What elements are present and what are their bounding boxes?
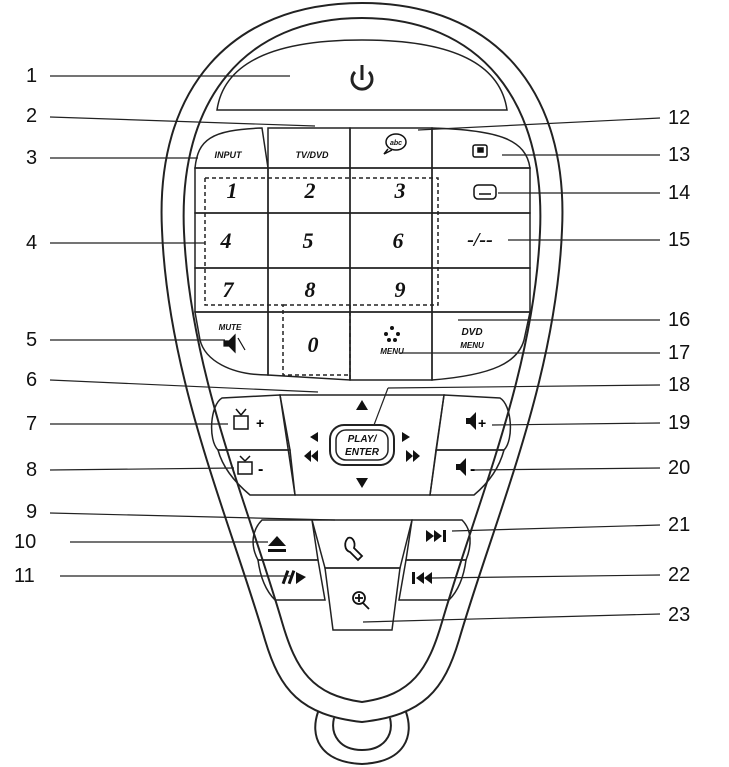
callout-23: 23 (668, 604, 691, 626)
key-2-label: 2 (304, 178, 316, 203)
key-labels: INPUT TV/DVD abc 1 2 3 4 5 6 -/-- 7 8 9 … (215, 133, 497, 610)
zoom-key[interactable] (324, 567, 401, 631)
callout-14: 14 (668, 182, 691, 204)
subtitle-icon (473, 184, 497, 200)
lower-controls (252, 519, 471, 631)
svg-text:abc: abc (390, 140, 402, 147)
play-pause-key[interactable] (257, 559, 326, 601)
callout-16: 16 (668, 309, 691, 331)
key-9-label: 9 (395, 277, 406, 302)
menu-dots-icon (384, 326, 400, 342)
dvd-menu-top-label: DVD (461, 327, 482, 338)
callout-20: 20 (668, 457, 691, 479)
input-label: INPUT (215, 150, 244, 160)
blank-key[interactable] (431, 267, 531, 313)
key-1-label: 1 (227, 178, 238, 203)
menu-key[interactable] (349, 311, 433, 381)
dvd-menu-bottom-label: MENU (460, 341, 484, 350)
volume-down-key[interactable] (429, 449, 505, 496)
callout-13: 13 (668, 144, 691, 166)
input-key[interactable] (194, 127, 269, 169)
mute-icon (223, 333, 246, 354)
dash-label: -/-- (467, 229, 493, 251)
power-icon (350, 65, 374, 91)
picture-icon (472, 144, 488, 158)
callout-6: 6 (26, 369, 38, 391)
callout-17: 17 (668, 342, 691, 364)
rewind-icon (304, 450, 318, 462)
caption-key[interactable] (349, 127, 433, 169)
arrow-up-icon (356, 400, 368, 410)
tv-channel-down-icon (237, 455, 253, 475)
callout-11: 11 (14, 565, 35, 587)
remote-body (160, 1, 564, 766)
play-enter-key[interactable] (329, 424, 395, 466)
arrow-right-icon (402, 432, 410, 442)
callout-1: 1 (26, 65, 38, 87)
vol-minus-label: - (470, 461, 475, 478)
zoom-icon (352, 591, 370, 610)
channel-up-key[interactable] (210, 394, 291, 451)
tv-dvd-key[interactable] (267, 127, 351, 169)
callout-12: 12 (668, 107, 691, 129)
enter-label: ENTER (345, 447, 380, 458)
volume-up-icon (466, 412, 476, 430)
callout-10: 10 (14, 531, 37, 553)
play-label: PLAY/ (348, 434, 378, 445)
ch-plus-label: + (256, 415, 264, 431)
callout-2: 2 (26, 105, 38, 127)
callout-18: 18 (668, 374, 691, 396)
key-0-label: 0 (308, 332, 319, 357)
menu-label: MENU (380, 347, 404, 356)
key-3[interactable] (349, 167, 433, 214)
power-button[interactable] (216, 39, 508, 111)
callout-4: 4 (26, 232, 38, 254)
setup-key[interactable] (311, 519, 413, 569)
callout-22: 22 (668, 564, 691, 586)
callout-8: 8 (26, 459, 38, 481)
volume-down-icon (456, 458, 466, 476)
numeric-block-outline (204, 177, 439, 380)
previous-icon (412, 572, 432, 584)
arrow-left-icon (310, 432, 318, 442)
caption-icon: abc (383, 133, 407, 155)
key-3-label: 3 (394, 178, 406, 203)
dvd-menu-key[interactable] (431, 311, 531, 381)
callout-7: 7 (26, 413, 38, 435)
key-8-label: 8 (305, 277, 316, 302)
callout-leaders (49, 75, 661, 623)
fast-forward-icon (406, 450, 420, 462)
callout-21: 21 (668, 514, 691, 536)
navigation-pad (210, 394, 512, 496)
key-6-label: 6 (393, 228, 404, 253)
callout-15: 15 (668, 229, 691, 251)
key-5-label: 5 (303, 228, 314, 253)
key-4-label: 4 (220, 228, 232, 253)
tv-channel-up-icon (233, 408, 249, 430)
previous-key[interactable] (398, 559, 467, 601)
vol-plus-label: + (478, 415, 486, 431)
callout-9: 9 (26, 501, 38, 523)
callout-3: 3 (26, 147, 38, 169)
ch-minus-label: - (258, 461, 263, 478)
callout-19: 19 (668, 412, 691, 434)
eject-icon (268, 536, 286, 552)
eject-key[interactable] (252, 519, 319, 561)
setup-wrench-icon (344, 536, 364, 562)
arrow-down-icon (356, 478, 368, 488)
callout-5: 5 (26, 329, 38, 351)
play-pause-skip-icon (426, 530, 446, 542)
key-4[interactable] (194, 212, 269, 269)
channel-down-key[interactable] (217, 449, 296, 496)
key-6[interactable] (349, 212, 433, 269)
tv-dvd-label: TV/DVD (295, 150, 329, 160)
mute-label: MUTE (219, 323, 242, 332)
subtitle-key[interactable] (431, 167, 531, 214)
skip-forward-key[interactable] (405, 519, 471, 561)
key-7-label: 7 (223, 277, 235, 302)
play-pause-icon (281, 570, 306, 585)
